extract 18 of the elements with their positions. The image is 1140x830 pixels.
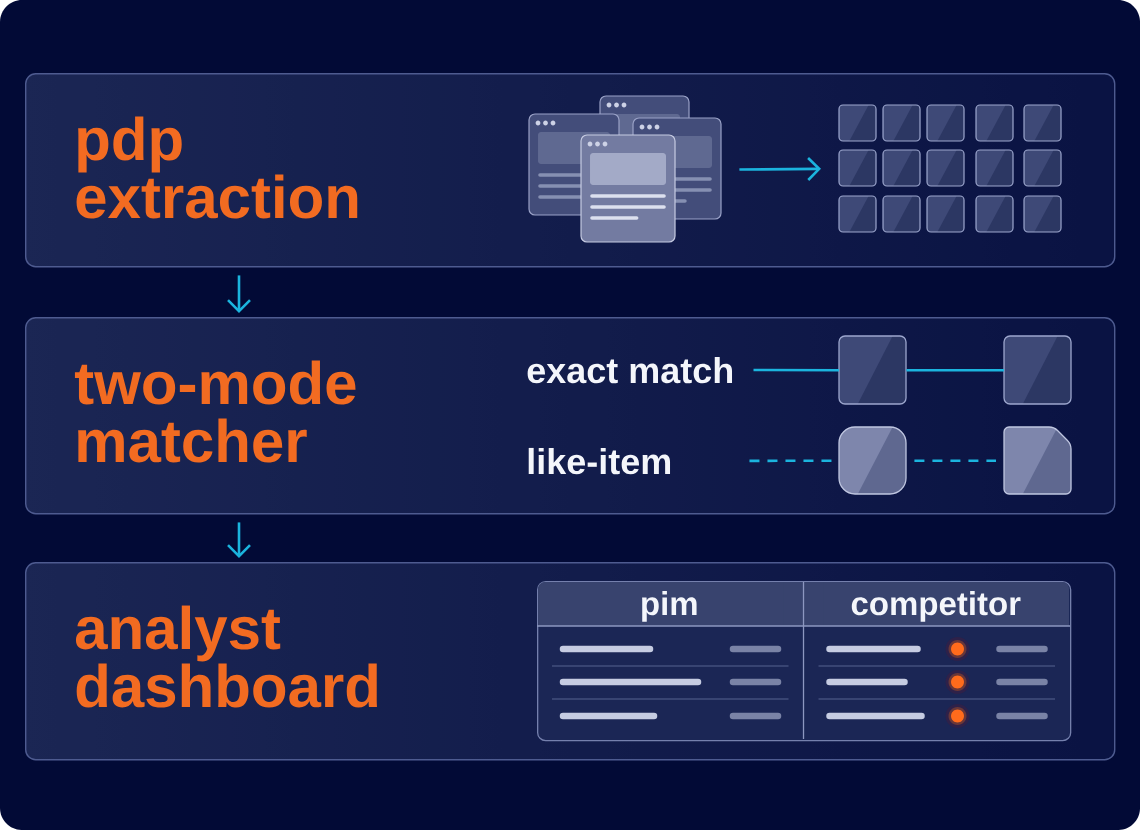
- connector: [749, 459, 833, 463]
- stage-title: two-mode matcher: [74, 360, 356, 463]
- connector: [227, 522, 251, 558]
- tile-grid: [838, 104, 1062, 233]
- mode-label: like-item: [528, 447, 670, 475]
- connector: [739, 157, 821, 181]
- connector: [753, 368, 839, 372]
- page-stack: [528, 95, 722, 243]
- connector: [227, 275, 251, 313]
- mode-label: exact match: [527, 356, 732, 384]
- connector: [906, 368, 1004, 372]
- tile: [1003, 335, 1072, 405]
- stage-title: analyst dashboard: [75, 605, 377, 708]
- stage-title: pdp extraction: [76, 116, 358, 219]
- tile: [838, 335, 907, 405]
- tile: [1003, 426, 1072, 495]
- connector: [914, 459, 996, 462]
- tile: [838, 426, 907, 495]
